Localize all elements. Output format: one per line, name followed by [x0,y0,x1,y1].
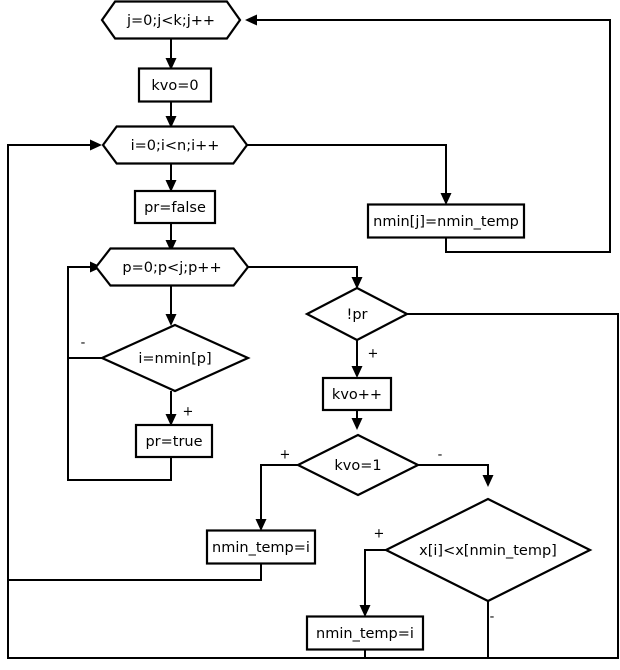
connector-e-nminj-to-j [245,14,611,253]
node-kvo-inc[interactable]: kvo++ [321,376,393,412]
node-label-kvo-init: kvo=0 [151,78,198,94]
node-label-loop-i: i=0;i<n;i++ [131,138,220,154]
connector-e-kvo1-false [418,464,494,487]
node-is-nmin-p[interactable]: i=nmin[p] [99,323,251,393]
node-kvo-init[interactable]: kvo=0 [137,67,213,103]
node-shape-hexagon [100,0,242,40]
node-shape-rectangle [134,423,214,459]
connector-e-kvo0-to-i [165,102,177,128]
node-loop-j[interactable]: j=0;j<k;j++ [100,0,242,40]
node-label-x-compare: x[i]<x[nmin_temp] [419,543,557,559]
node-loop-i[interactable]: i=0;i<n;i++ [101,125,249,165]
node-loop-p[interactable]: p=0;p<j;p++ [94,247,250,287]
node-nmin-j-assign[interactable]: nmin[j]=nmin_temp [366,203,526,239]
connector-e-kvoinc-to-kvo1 [351,411,363,430]
node-shape-diamond [99,323,251,393]
node-shape-rectangle [321,376,393,412]
node-label-nmin-j-assign: nmin[j]=nmin_temp [373,214,519,230]
connector-layer [7,14,619,659]
connector-e-prfalse-to-p [165,223,177,252]
edge-label-label-xcmp-plus: + [374,527,385,542]
edge-label-label-is-nmin-plus: + [183,405,194,420]
edge-label-label-not-pr-plus: + [368,347,379,362]
connector-e-j-to-kvo0 [165,39,177,70]
node-shape-diamond [383,497,593,603]
node-kvo-eq-1[interactable]: kvo=1 [295,433,421,497]
node-not-pr[interactable]: !pr [304,286,410,342]
node-label-loop-p: p=0;p<j;p++ [122,260,221,276]
node-shape-diamond [304,286,410,342]
edge-label-label-kvo1-plus: + [280,448,291,463]
node-shape-rectangle [305,615,425,651]
node-label-loop-j: j=0;j<k;j++ [126,13,215,29]
node-layer: j=0;j<k;j++ kvo=0 i=0;i<n;i++ pr=false p=0;p… [94,0,593,651]
node-x-compare[interactable]: x[i]<x[nmin_temp] [383,497,593,603]
node-shape-rectangle [366,203,526,239]
node-pr-true[interactable]: pr=true [134,423,214,459]
edge-label-label-is-nmin-minus: - [81,336,86,351]
connector-e-isnmin-to-prtrue [165,391,177,426]
node-shape-hexagon [101,125,249,165]
edge-label-label-xcmp-minus: - [490,610,495,625]
node-nmin-temp-b[interactable]: nmin_temp=i [305,615,425,651]
node-shape-rectangle [137,67,213,103]
node-pr-false[interactable]: pr=false [133,189,217,225]
connector-e-kvo1-true [255,464,298,531]
connector-e-notpr-to-kvoinc [351,340,363,378]
connector-e-i-to-prfalse [165,164,177,192]
connector-e-i-exit [247,144,452,205]
edge-label-label-kvo1-minus: - [438,448,443,463]
node-label-pr-true: pr=true [145,434,202,450]
node-shape-hexagon [94,247,250,287]
connector-e-nmintempa-back [8,564,262,581]
node-nmin-temp-a[interactable]: nmin_temp=i [205,529,317,565]
edge-label-layer: - + + + - + - [81,336,495,625]
node-label-pr-false: pr=false [144,200,206,216]
node-label-kvo-inc: kvo++ [332,387,382,403]
node-shape-rectangle [205,529,317,565]
connector-e-p-exit [248,266,363,289]
connector-e-xcmp-true [359,549,387,617]
node-label-is-nmin-p: i=nmin[p] [138,351,211,367]
node-shape-diamond [295,433,421,497]
node-shape-rectangle [133,189,217,225]
node-label-nmin-temp-a: nmin_temp=i [212,540,310,556]
node-label-kvo-eq-1: kvo=1 [334,458,381,474]
connector-e-notpr-false [7,139,619,659]
connector-e-p-to-isnmin [165,286,177,326]
node-label-nmin-temp-b: nmin_temp=i [316,626,414,642]
node-label-not-pr: !pr [347,307,368,323]
